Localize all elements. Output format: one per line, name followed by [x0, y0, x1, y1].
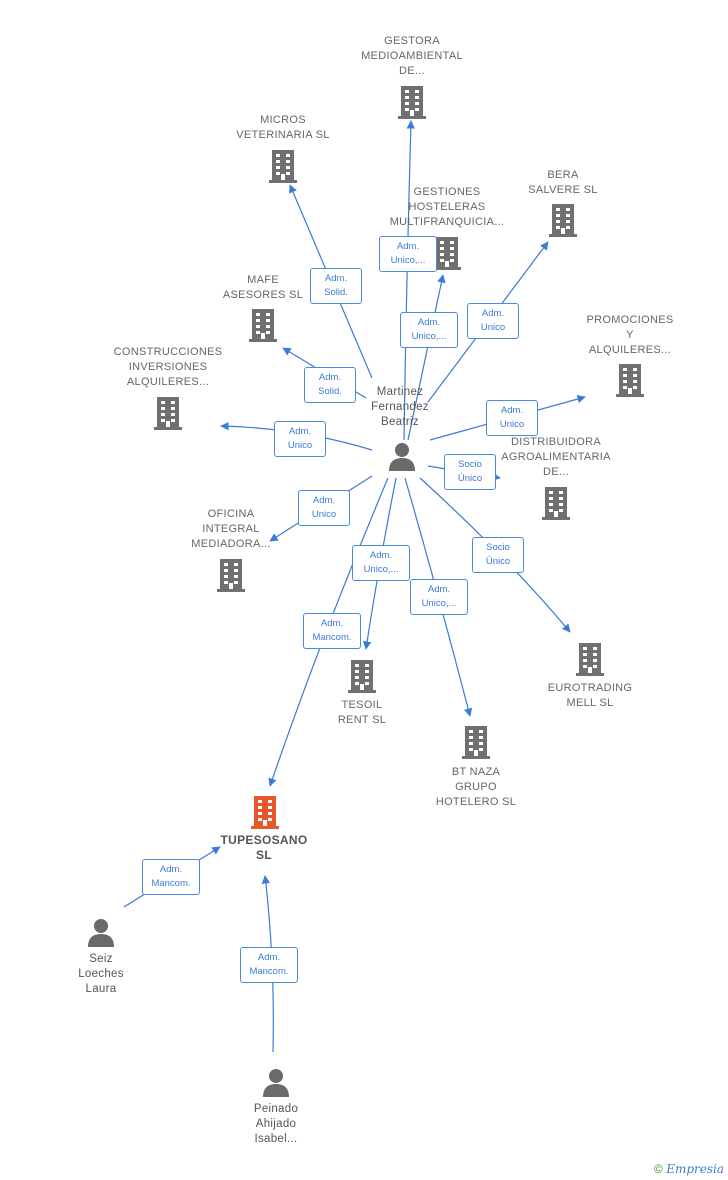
edge-role-label[interactable]: Adm. Mancom.: [240, 947, 298, 983]
edge-line: [407, 274, 446, 441]
edge-role-label[interactable]: Adm. Mancom.: [142, 859, 200, 895]
building-icon[interactable]: [154, 397, 182, 430]
building-icon[interactable]: [576, 643, 604, 676]
edge-role-label[interactable]: Adm. Solid.: [310, 268, 362, 304]
focus-company-label: TUPESOSANO SL: [220, 833, 308, 862]
company-label: CONSTRUCCIONES INVERSIONES ALQUILERES...: [113, 346, 223, 388]
edge-role-label[interactable]: Adm. Unico,...: [400, 312, 458, 348]
node-icons: [88, 86, 644, 1097]
building-icon[interactable]: [549, 204, 577, 237]
edge-role-label[interactable]: Adm. Unico,...: [379, 236, 437, 272]
company-label: BERA SALVERE SL: [528, 169, 598, 196]
person-label: Peinado Ahijado Isabel...: [253, 1103, 299, 1145]
edge-role-label[interactable]: Socio Único: [444, 454, 496, 490]
building-icon[interactable]: [433, 237, 461, 270]
edge-role-label[interactable]: Adm. Unico,...: [410, 579, 468, 615]
company-label: BT NAZA GRUPO HOTELERO SL: [435, 766, 517, 808]
edge-role-label[interactable]: Adm. Solid.: [304, 367, 356, 403]
company-label: MICROS VETERINARIA SL: [236, 114, 330, 141]
center-person-label: Martinez Fernandez Beatriz: [371, 386, 429, 428]
edge-line: [403, 120, 415, 441]
building-icon[interactable]: [249, 309, 277, 342]
copyright-symbol: ©: [654, 1162, 663, 1176]
footer: © Empresia: [654, 1162, 724, 1176]
company-label: DISTRIBUIDORA AGROALIMENTARIA DE...: [501, 436, 611, 478]
company-label: GESTORA MEDIOAMBIENTAL DE...: [361, 35, 463, 77]
company-label: OFICINA INTEGRAL MEDIADORA...: [191, 508, 271, 550]
edge-role-label[interactable]: Adm. Unico: [467, 303, 519, 339]
center-person-icon[interactable]: [389, 443, 415, 471]
company-label: EUROTRADING MELL SL: [547, 682, 633, 709]
building-icon[interactable]: [542, 487, 570, 520]
edge-role-label[interactable]: Socio Único: [472, 537, 524, 573]
company-label: PROMOCIONES Y ALQUILERES...: [586, 314, 674, 356]
building-icon[interactable]: [217, 559, 245, 592]
focus-building-icon[interactable]: [251, 796, 279, 829]
company-label: TESOIL RENT SL: [337, 699, 387, 726]
edge-role-label[interactable]: Adm. Unico: [486, 400, 538, 436]
edge-role-label[interactable]: Adm. Unico,...: [352, 545, 410, 581]
building-icon[interactable]: [348, 660, 376, 693]
brand-logo[interactable]: Empresia: [666, 1162, 724, 1176]
company-label: GESTIONES HOSTELERAS MULTIFRANQUICIA...: [389, 186, 505, 228]
edge-role-label[interactable]: Adm. Unico: [274, 421, 326, 457]
edge-role-label[interactable]: Adm. Mancom.: [303, 613, 361, 649]
person-icon[interactable]: [263, 1069, 289, 1097]
company-label: MAFE ASESORES SL: [222, 274, 304, 301]
building-icon[interactable]: [269, 150, 297, 183]
edge-role-label[interactable]: Adm. Unico: [298, 490, 350, 526]
edge-lines: [123, 120, 586, 1053]
person-icon[interactable]: [88, 919, 114, 947]
person-label: Seiz Loeches Laura: [78, 953, 124, 995]
building-icon[interactable]: [398, 86, 426, 119]
building-icon[interactable]: [616, 364, 644, 397]
building-icon[interactable]: [462, 726, 490, 759]
